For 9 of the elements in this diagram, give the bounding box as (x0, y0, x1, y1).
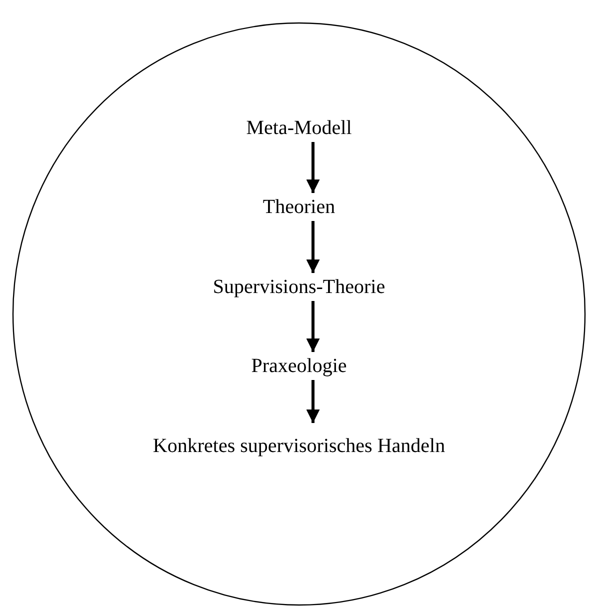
stage-label: Praxeologie (251, 352, 347, 380)
arrow (306, 301, 320, 352)
arrow (306, 380, 320, 423)
stage-label: Konkretes supervisorisches Handeln (149, 423, 449, 469)
stage-label: Theorien (262, 193, 336, 221)
stage-label: Supervisions-Theorie (212, 273, 386, 301)
arrow (306, 221, 320, 273)
stage-label: Meta-Modell (246, 114, 352, 142)
arrow (306, 142, 320, 193)
